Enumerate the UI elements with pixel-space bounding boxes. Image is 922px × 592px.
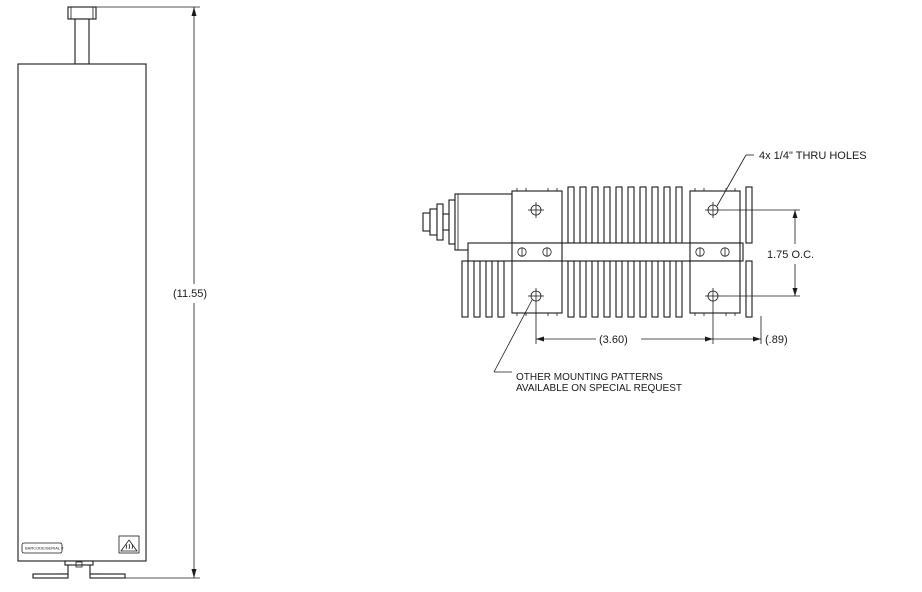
heatsink-fin [591, 186, 599, 244]
heatsink-fin [627, 186, 635, 244]
heatsink-fin [579, 186, 587, 244]
heatsink-fin [603, 260, 611, 318]
height-dimension: (11.55) [96, 6, 207, 579]
load-body [17, 63, 147, 562]
side-view: BARCODE/SERIAL # (11.55) [17, 6, 207, 579]
vertical-spacing-dimension: 1.75 O.C. [721, 209, 814, 297]
mounting-note: OTHER MOUNTING PATTERNS AVAILABLE ON SPE… [493, 299, 682, 394]
right-mounting-block [689, 188, 741, 316]
end-view: 4x 1/4" THRU HOLES 1.75 O.C. (3.60) (.89… [422, 150, 867, 394]
heatsink-fin [591, 260, 599, 318]
heatsink-fin [497, 260, 505, 318]
bnc-connector [422, 193, 513, 251]
heatsink-fin [651, 186, 659, 244]
bottom-mounting-feet [32, 560, 126, 579]
heatsink-fin [745, 186, 753, 244]
edge-offset-label: (.89) [765, 334, 788, 346]
lower-fins [461, 260, 753, 318]
heatsink-fin [663, 260, 671, 318]
horizontal-spacing-dimension: (3.60) (.89) [535, 304, 788, 346]
holes-callout: 4x 1/4" THRU HOLES [716, 150, 867, 207]
heatsink-fin [627, 260, 635, 318]
note-line-1: OTHER MOUNTING PATTERNS [516, 372, 663, 383]
horizontal-spacing-label: (3.60) [599, 334, 628, 346]
heatsink-fin [615, 186, 623, 244]
barcode-label: BARCODE/SERIAL # [21, 542, 64, 554]
mounting-hole-bottom-left [528, 288, 544, 304]
heatsink-fin [567, 186, 575, 244]
heatsink-fin [675, 260, 683, 318]
heatsink-fin [579, 260, 587, 318]
top-connector [67, 6, 97, 65]
heatsink-fin [461, 260, 469, 318]
left-mounting-block [511, 188, 563, 316]
heatsink-fin [473, 260, 481, 318]
mounting-holes [528, 202, 721, 304]
heatsink-fin [485, 260, 493, 318]
heatsink-fin [567, 260, 575, 318]
vertical-spacing-label: 1.75 O.C. [767, 249, 814, 261]
heatsink-fin [663, 186, 671, 244]
note-line-2: AVAILABLE ON SPECIAL REQUEST [516, 383, 682, 394]
mounting-hole-bottom-right [705, 288, 721, 304]
barcode-label-text: BARCODE/SERIAL # [25, 546, 64, 551]
heatsink-fin [615, 260, 623, 318]
holes-callout-label: 4x 1/4" THRU HOLES [759, 150, 867, 162]
mounting-hole-top-left [528, 202, 544, 218]
hot-surface-warning-icon [118, 535, 140, 554]
heatsink-fin [639, 260, 647, 318]
heatsink-fin [675, 186, 683, 244]
rail-screws [517, 247, 730, 257]
height-dimension-label: (11.55) [173, 288, 207, 300]
mounting-hole-top-right [705, 202, 721, 218]
heatsink-fin [745, 260, 753, 318]
heatsink-fin [603, 186, 611, 244]
heatsink-fin [639, 186, 647, 244]
heatsink-fin [651, 260, 659, 318]
